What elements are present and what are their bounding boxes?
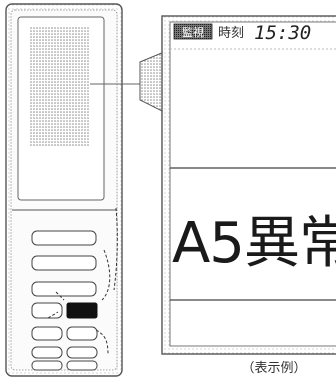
status-badge-box (173, 23, 213, 40)
time-value: 15:30 (254, 22, 311, 44)
remote-button[interactable] (31, 281, 97, 297)
remote-screen (30, 26, 90, 146)
remote-button-right[interactable] (66, 326, 98, 341)
remote-button-panel (31, 230, 98, 371)
remote-button-highlighted[interactable] (66, 302, 98, 319)
status-badge: 監視 (182, 25, 204, 39)
highlight-guide-lines (47, 207, 118, 356)
caption: （表示例） (241, 361, 306, 376)
remote-button-left[interactable] (31, 346, 63, 359)
remote-controller (5, 3, 123, 377)
error-message: A5異常 (172, 211, 336, 276)
callout-wedge (139, 51, 165, 113)
display-panel: 監視 時刻 15:30 A5異常 (161, 15, 336, 355)
remote-button-left[interactable] (31, 326, 63, 341)
remote-button[interactable] (31, 255, 97, 271)
time-label: 時刻 (218, 26, 244, 41)
display-screen (169, 21, 336, 347)
remote-button-left[interactable] (31, 360, 63, 371)
remote-button-right[interactable] (66, 360, 98, 371)
remote-button-right[interactable] (66, 346, 98, 359)
remote-button-left[interactable] (31, 302, 63, 319)
remote-button[interactable] (31, 230, 97, 246)
